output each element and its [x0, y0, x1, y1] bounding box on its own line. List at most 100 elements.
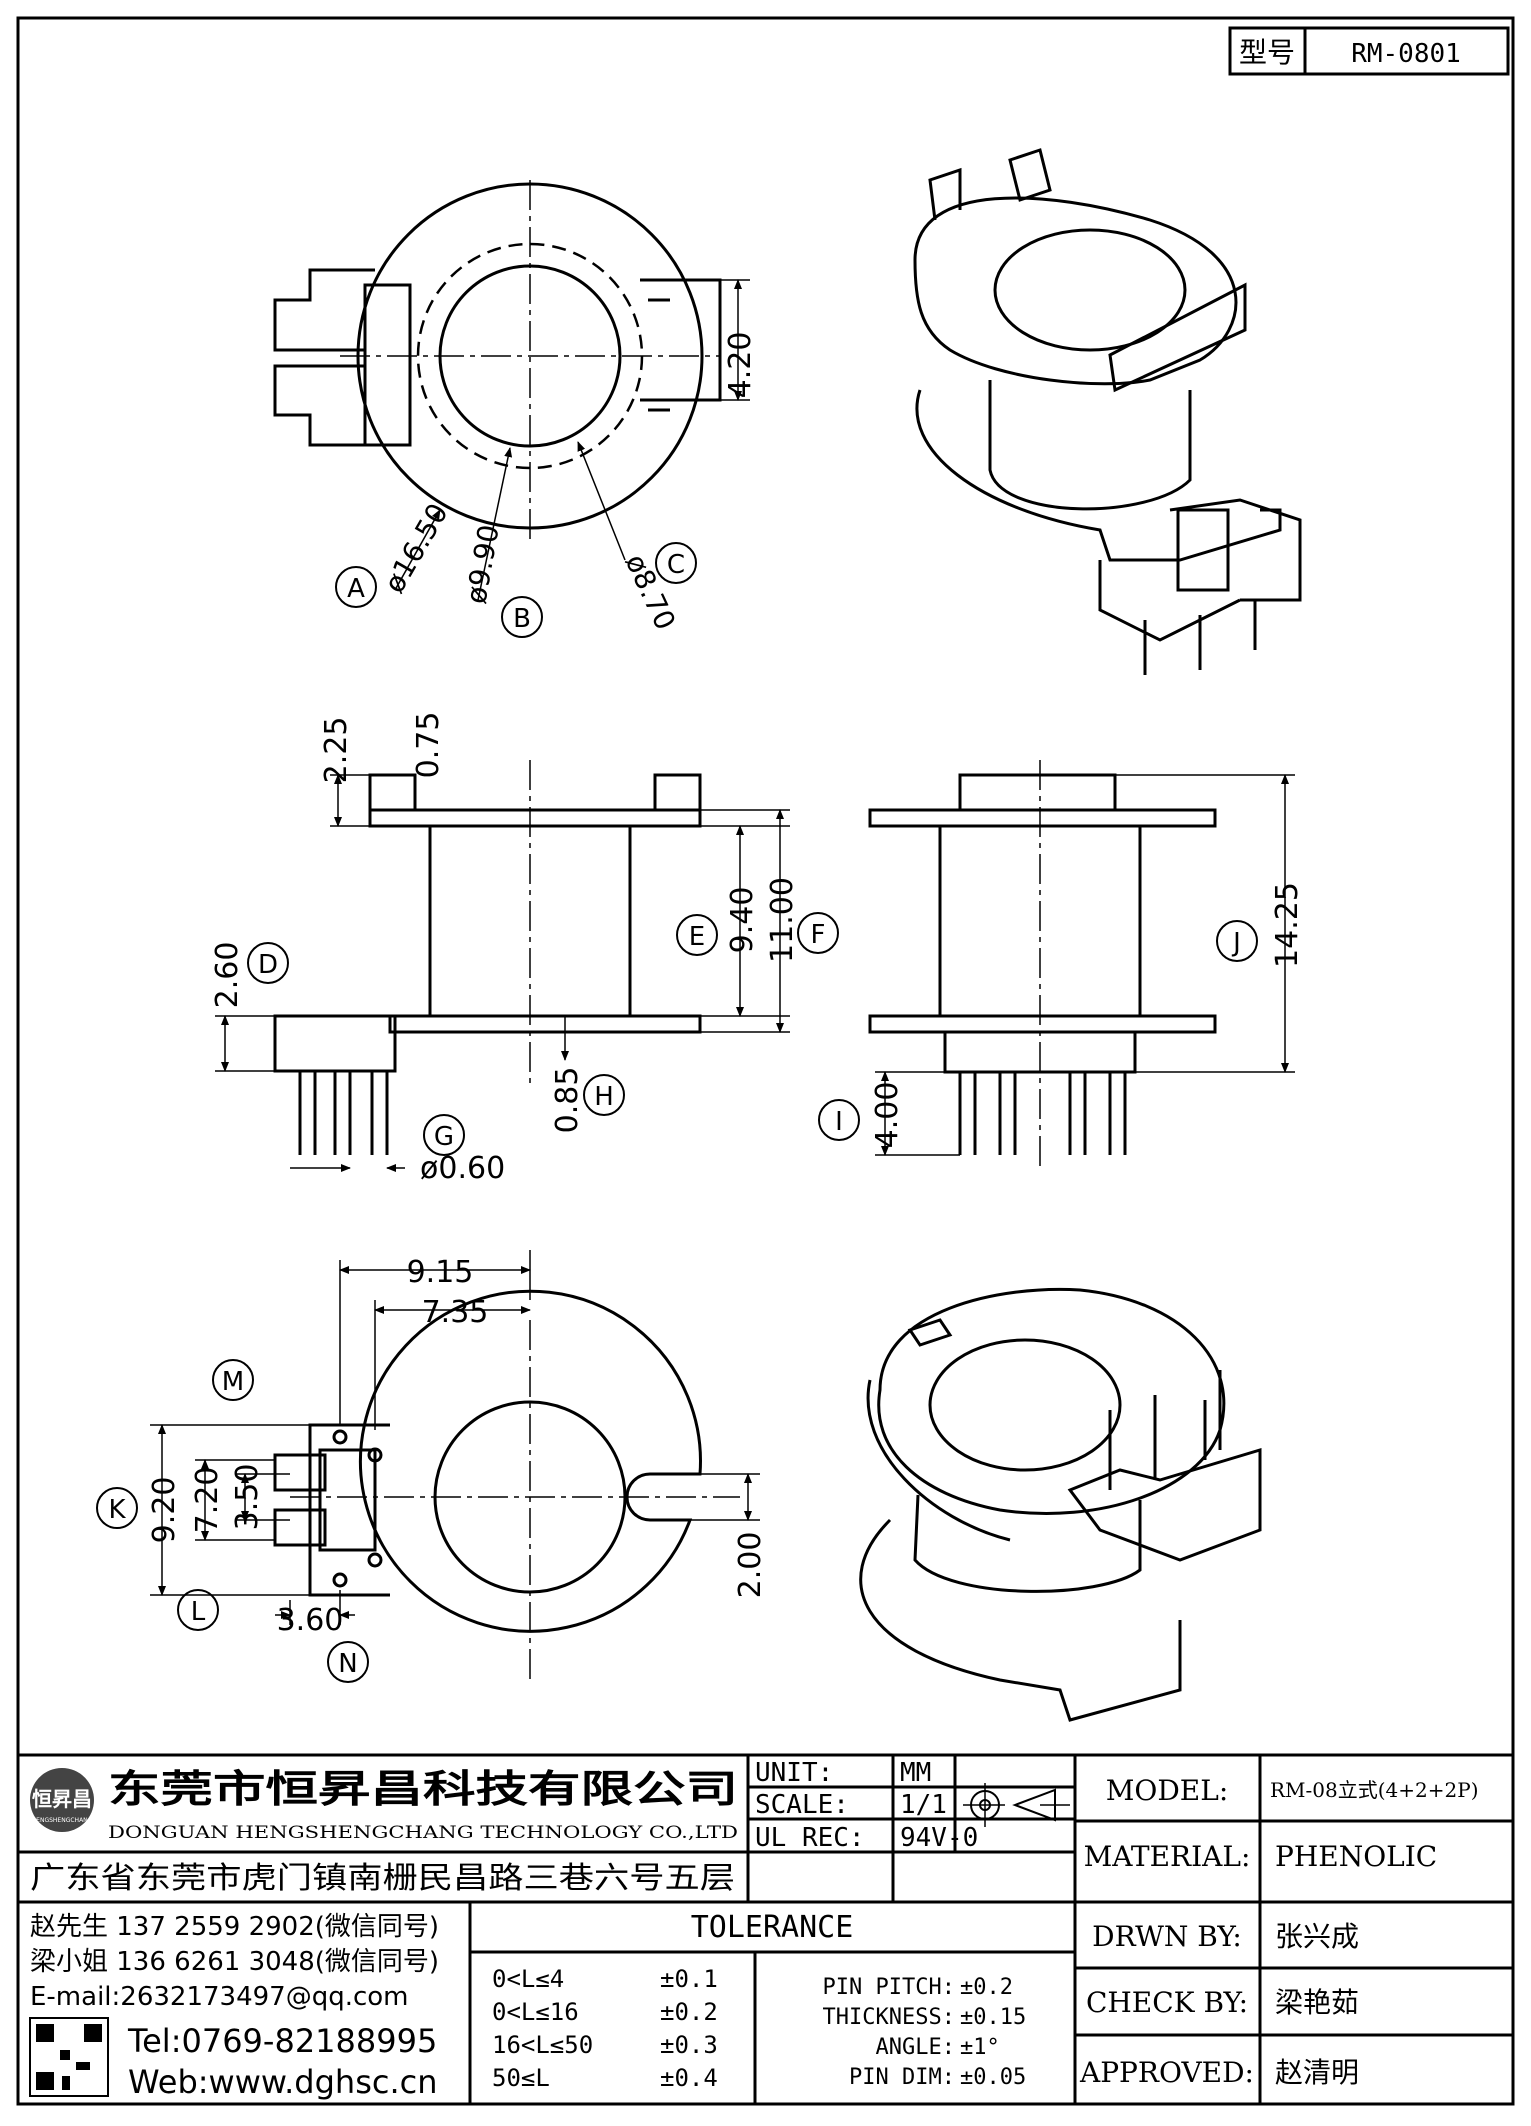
- svg-text:恒昇昌: 恒昇昌: [32, 1787, 92, 1811]
- isometric-view-bottom: [859, 1287, 1262, 1722]
- callout-l: L: [177, 1589, 219, 1631]
- dim-h-h: 0.85: [550, 1067, 585, 1134]
- angle-value: ±1°: [960, 2035, 1000, 2060]
- pin-dim-label: PIN DIM:: [849, 2065, 955, 2090]
- callout-g: G: [423, 1114, 465, 1156]
- callouts: A B C D E F G H I J K L M N: [96, 542, 1258, 1683]
- pin-pitch-label: PIN PITCH:: [823, 1975, 955, 2000]
- svg-text:J: J: [1231, 928, 1241, 958]
- callout-c: C: [655, 542, 697, 584]
- email: E-mail:2632173497@qq.com: [30, 1982, 409, 2012]
- svg-text:F: F: [811, 920, 826, 950]
- scale-value: 1/1: [900, 1790, 947, 1820]
- drwn-label: DRWN BY:: [1092, 1920, 1242, 1953]
- tol-range-4: 50≤L: [492, 2064, 550, 2092]
- material-value: PHENOLIC: [1275, 1840, 1437, 1873]
- contact-2: 梁小姐 136 6261 3048(微信同号): [30, 1947, 439, 1977]
- callout-j: J: [1216, 920, 1258, 962]
- check-value: 梁艳茹: [1275, 1986, 1359, 2019]
- tol-value-2: ±0.2: [660, 1998, 718, 2026]
- svg-text:M: M: [222, 1367, 244, 1397]
- dim-e-h: 9.40: [725, 887, 760, 954]
- dim-l-h: 7.20: [190, 1467, 225, 1534]
- unit-label: UNIT:: [755, 1758, 833, 1788]
- tol-value-4: ±0.4: [660, 2064, 718, 2092]
- company-address: 广东省东莞市虎门镇南栅民昌路三巷六号五层: [30, 1861, 735, 1896]
- svg-text:H: H: [594, 1082, 614, 1112]
- tolerance-title: TOLERANCE: [691, 1910, 854, 1945]
- model-box-label: 型号: [1239, 36, 1295, 69]
- svg-text:E: E: [689, 922, 705, 952]
- pin-pitch-value: ±0.2: [960, 1975, 1013, 2000]
- callout-a: A: [335, 566, 377, 608]
- company-name-cn: 东莞市恒昇昌科技有限公司: [108, 1767, 738, 1811]
- thickness-label: THICKNESS:: [823, 2005, 955, 2030]
- svg-text:L: L: [191, 1597, 206, 1627]
- dim-i-h: 4.00: [870, 1082, 905, 1149]
- svg-text:D: D: [258, 950, 278, 980]
- front-view: [215, 760, 790, 1172]
- dim-k-h: 9.20: [147, 1477, 182, 1544]
- dim-f-h: 11.00: [765, 877, 800, 963]
- tol-range-2: 0<L≤16: [492, 1998, 579, 2026]
- model-label: MODEL:: [1106, 1774, 1229, 1807]
- dim-flange-t: 0.75: [411, 712, 446, 779]
- dim-slot2: 2.00: [733, 1532, 768, 1599]
- angle-label: ANGLE:: [876, 2035, 955, 2060]
- tol-value-3: ±0.3: [660, 2031, 718, 2059]
- callout-b: B: [501, 596, 543, 638]
- scale-label: SCALE:: [755, 1790, 849, 1820]
- qr-code: [29, 2017, 109, 2097]
- contact-1: 赵先生 137 2559 2902(微信同号): [30, 1912, 439, 1942]
- isometric-view-top: [913, 148, 1302, 675]
- svg-text:G: G: [434, 1122, 454, 1152]
- approved-value: 赵清明: [1275, 2056, 1359, 2089]
- dim-b-dia: ø9.90: [459, 522, 505, 606]
- dim-pin-dia: ø0.60: [420, 1151, 505, 1186]
- material-label: MATERIAL:: [1084, 1840, 1251, 1873]
- dim-w-735: 7.35: [422, 1295, 489, 1330]
- callout-k: K: [96, 1487, 138, 1529]
- telephone: Tel:0769-82188995: [127, 2022, 437, 2060]
- model-value: RM-08立式(4+2+2P): [1270, 1778, 1479, 1802]
- side-view: [868, 760, 1295, 1170]
- svg-text:A: A: [347, 574, 365, 604]
- tol-value-1: ±0.1: [660, 1965, 718, 1993]
- callout-i: I: [818, 1099, 860, 1141]
- tol-range-1: 0<L≤4: [492, 1965, 564, 1993]
- dim-slot-width: 4.20: [723, 332, 758, 399]
- drwn-value: 张兴成: [1275, 1920, 1359, 1953]
- svg-text:HENGSHENGCHANG: HENGSHENGCHANG: [32, 1817, 93, 1824]
- company-logo: 恒昇昌 HENGSHENGCHANG: [30, 1768, 94, 1832]
- approved-label: APPROVED:: [1079, 2056, 1254, 2089]
- ulrec-value: 94V-0: [900, 1823, 978, 1853]
- sheet-border: [16, 16, 1515, 2106]
- title-block: [18, 1753, 1513, 2104]
- dim-d-h: 2.60: [210, 942, 245, 1009]
- unit-value: MM: [900, 1758, 931, 1788]
- dim-m-h: 3.50: [230, 1464, 265, 1531]
- check-label: CHECK BY:: [1086, 1986, 1248, 2019]
- model-box-value: RM-0801: [1351, 39, 1461, 69]
- tol-range-3: 16<L≤50: [492, 2031, 593, 2059]
- model-box: 型号 RM-0801: [1228, 26, 1510, 76]
- svg-text:B: B: [513, 604, 531, 634]
- company-name-en: DONGUAN HENGSHENGCHANG TECHNOLOGY CO.,LT…: [108, 1823, 738, 1843]
- dim-n-w: 3.60: [277, 1603, 344, 1638]
- dim-top-h: 2.25: [319, 717, 354, 784]
- top-view: [273, 180, 750, 601]
- callout-e: E: [676, 914, 718, 956]
- ulrec-label: UL REC:: [755, 1823, 865, 1853]
- thickness-value: ±0.15: [960, 2005, 1026, 2030]
- callout-m: M: [212, 1359, 254, 1401]
- dim-j-h: 14.25: [1270, 882, 1305, 968]
- callout-n: N: [327, 1641, 369, 1683]
- callout-h: H: [583, 1074, 625, 1116]
- dim-a-dia: ø16.50: [377, 498, 454, 599]
- bottom-view: [150, 1250, 760, 1680]
- callout-d: D: [247, 942, 289, 984]
- svg-text:N: N: [338, 1649, 357, 1679]
- callout-f: F: [797, 912, 839, 954]
